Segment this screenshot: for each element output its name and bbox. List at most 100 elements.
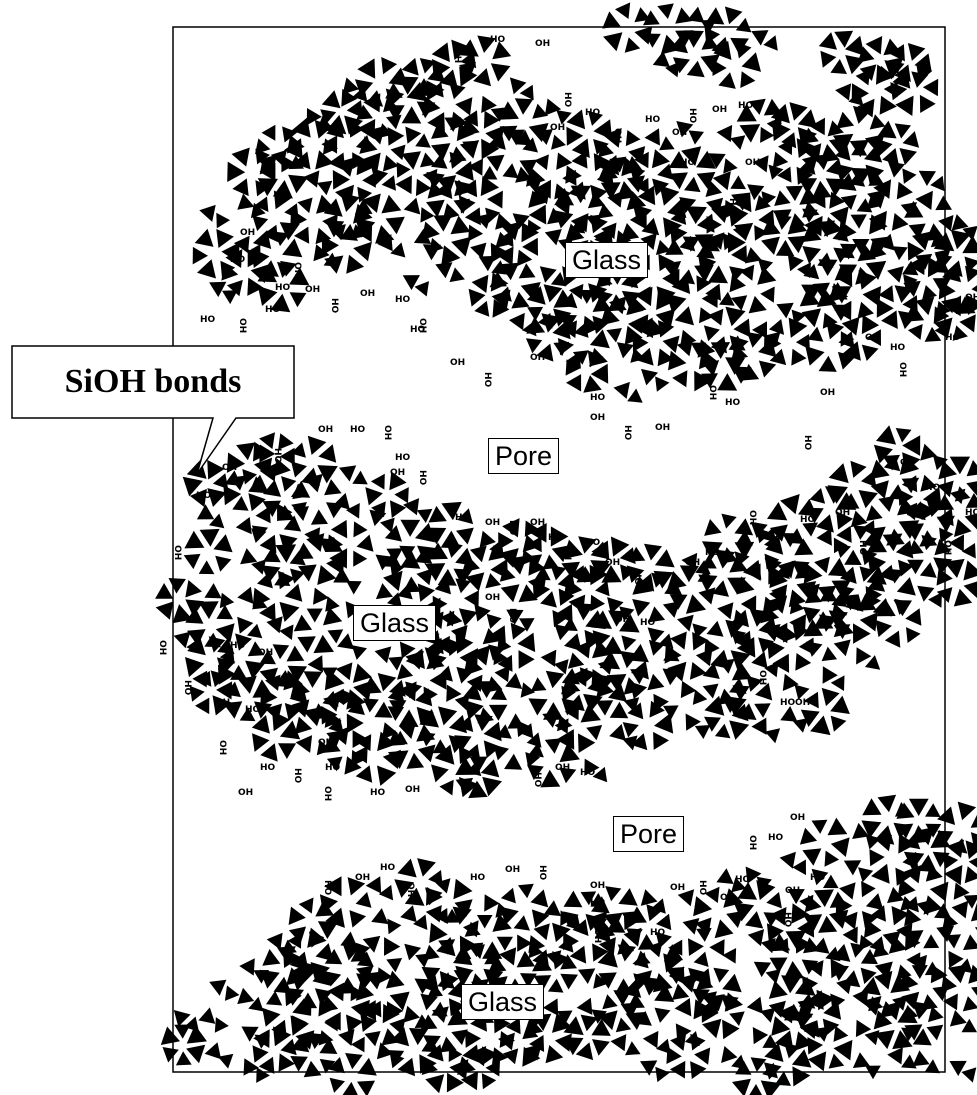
sio4-tetrahedron xyxy=(187,629,206,646)
sio4-tetrahedron xyxy=(257,178,278,197)
sio4-tetrahedron xyxy=(262,949,281,966)
sio4-tetrahedron xyxy=(401,57,419,76)
sio4-tetrahedron xyxy=(251,559,266,575)
sio4-tetrahedron xyxy=(561,292,578,309)
sio4-tetrahedron xyxy=(356,965,374,983)
sio4-tetrahedron xyxy=(798,993,816,1009)
sio4-tetrahedron xyxy=(805,346,825,366)
sio4-tetrahedron xyxy=(316,180,333,196)
sio4-tetrahedron xyxy=(902,168,917,184)
sio4-tetrahedron xyxy=(787,889,805,905)
sio4-tetrahedron xyxy=(502,518,520,538)
sio4-tetrahedron xyxy=(882,148,899,166)
sio4-tetrahedron xyxy=(722,948,737,964)
sio4-tetrahedron xyxy=(782,533,799,548)
sio4-tetrahedron xyxy=(887,568,904,584)
sio4-tetrahedron xyxy=(447,1007,468,1026)
sio4-tetrahedron xyxy=(835,543,851,558)
sio4-tetrahedron xyxy=(259,603,276,622)
silanol-group-label: HO xyxy=(725,398,741,408)
silanol-group-label: HO xyxy=(507,608,517,624)
sio4-tetrahedron xyxy=(644,128,660,146)
sio4-tetrahedron xyxy=(875,138,893,157)
sio4-tetrahedron xyxy=(760,1007,776,1023)
sio4-tetrahedron xyxy=(554,188,575,206)
silanol-group-label: HO xyxy=(800,515,816,525)
sio4-tetrahedron xyxy=(730,175,746,190)
sio4-tetrahedron xyxy=(291,461,307,478)
sio4-tetrahedron xyxy=(520,973,537,988)
sio4-tetrahedron xyxy=(522,1024,539,1040)
silanol-group-label: HO xyxy=(395,295,411,305)
sio4-tetrahedron xyxy=(212,695,232,716)
sio4-tetrahedron xyxy=(329,1077,345,1093)
sio4-tetrahedron xyxy=(351,1036,365,1053)
sio4-tetrahedron xyxy=(818,259,838,276)
sio4-tetrahedron xyxy=(833,1025,849,1042)
sio4-tetrahedron xyxy=(584,758,600,776)
sio4-tetrahedron xyxy=(752,155,769,173)
sio4-tetrahedron xyxy=(919,94,936,113)
silanol-group-label: OH xyxy=(485,518,500,528)
sio4-tetrahedron xyxy=(664,644,682,664)
sio4-tetrahedron xyxy=(868,171,885,186)
sio4-tetrahedron xyxy=(507,129,525,146)
sio4-tetrahedron xyxy=(492,41,512,60)
sio4-tetrahedron xyxy=(829,206,849,227)
silanol-group-label: HO xyxy=(585,108,601,118)
sio4-tetrahedron xyxy=(646,904,663,922)
sio4-tetrahedron xyxy=(377,234,393,252)
silanol-group-label: HO xyxy=(585,538,601,548)
silanol-group-label: HO xyxy=(738,101,754,111)
sio4-tetrahedron xyxy=(496,246,514,266)
sio4-tetrahedron xyxy=(499,262,520,281)
sio4-tetrahedron xyxy=(747,929,765,947)
sio4-tetrahedron xyxy=(676,121,694,138)
sio4-tetrahedron xyxy=(934,538,952,556)
sio4-tetrahedron xyxy=(809,488,826,504)
silanol-group-label: HO xyxy=(727,198,737,214)
sio4-tetrahedron xyxy=(752,1027,769,1045)
sio4-tetrahedron xyxy=(431,153,448,169)
sio4-tetrahedron xyxy=(912,231,931,251)
sio4-tetrahedron xyxy=(963,934,977,951)
sio4-tetrahedron xyxy=(882,1001,902,1021)
sio4-tetrahedron xyxy=(901,475,918,493)
sio4-tetrahedron xyxy=(951,900,969,919)
sio4-tetrahedron xyxy=(651,898,666,914)
sio4-tetrahedron xyxy=(329,548,348,569)
sio4-tetrahedron xyxy=(528,204,547,225)
sio4-tetrahedron xyxy=(578,733,596,753)
sio4-tetrahedron xyxy=(354,222,373,243)
sio4-tetrahedron xyxy=(370,473,385,490)
sio4-tetrahedron xyxy=(351,645,367,660)
sio4-tetrahedron xyxy=(189,488,207,508)
sio4-tetrahedron xyxy=(252,733,270,752)
sio4-tetrahedron xyxy=(961,1067,977,1083)
sio4-tetrahedron xyxy=(740,595,757,614)
sio4-tetrahedron xyxy=(382,155,399,172)
sio4-tetrahedron xyxy=(892,1030,913,1050)
sio4-tetrahedron xyxy=(929,881,949,902)
silanol-group-label: HO xyxy=(650,928,666,938)
silanol-group-label: HO xyxy=(507,520,517,536)
sio4-tetrahedron xyxy=(897,878,916,898)
sio4-tetrahedron xyxy=(791,903,810,924)
sio4-tetrahedron xyxy=(657,348,675,367)
sio4-tetrahedron xyxy=(403,1005,420,1023)
sio4-tetrahedron xyxy=(288,174,309,194)
silanol-group-label: OH xyxy=(355,873,370,883)
sio4-tetrahedron xyxy=(782,673,799,691)
sio4-tetrahedron xyxy=(882,931,901,949)
sio4-tetrahedron xyxy=(453,878,473,900)
sio4-tetrahedron xyxy=(185,580,202,598)
sio4-tetrahedron xyxy=(949,456,971,475)
sio4-tetrahedron xyxy=(438,939,456,955)
sio4-tetrahedron xyxy=(507,555,528,575)
sio4-tetrahedron xyxy=(734,541,755,560)
sio4-tetrahedron xyxy=(362,193,381,213)
sio4-tetrahedron xyxy=(397,76,419,95)
sio4-tetrahedron xyxy=(361,152,381,173)
sio4-tetrahedron xyxy=(830,675,845,691)
sio4-tetrahedron xyxy=(788,317,808,338)
